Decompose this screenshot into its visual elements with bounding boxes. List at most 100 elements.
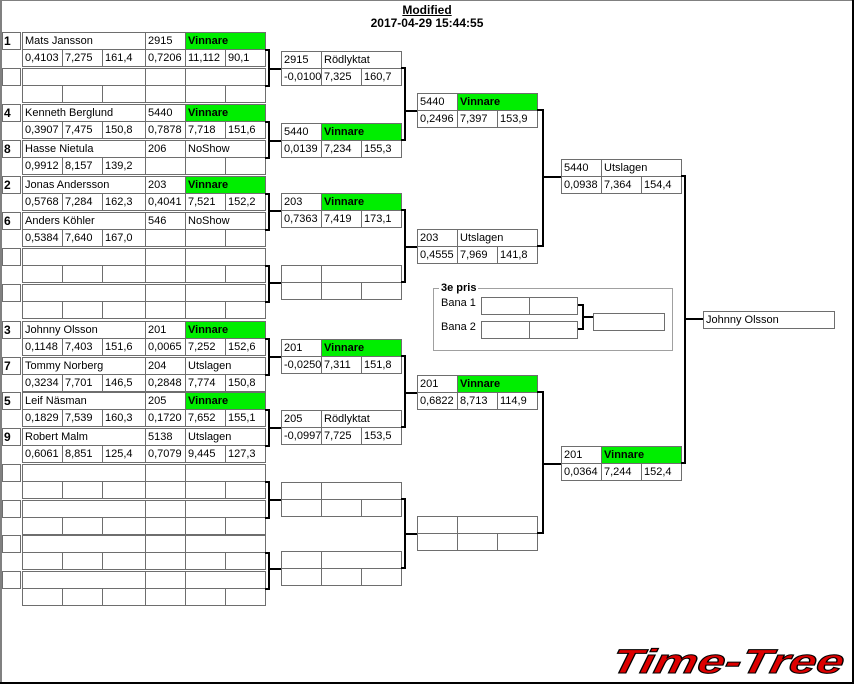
seed-number[interactable] [2, 500, 21, 518]
driver-elapsed-time[interactable]: 8,851 [62, 445, 103, 463]
r1-result-reaction-time[interactable]: 0,1720 [145, 409, 186, 427]
seed-number[interactable]: 7 [2, 357, 21, 375]
r1-result-status[interactable] [185, 500, 266, 518]
third-lane1-cell-b[interactable] [529, 297, 578, 315]
r1-result-speed[interactable] [225, 301, 266, 319]
driver-reaction-time[interactable]: 0,4103 [22, 49, 63, 67]
r4-result-reaction-time[interactable]: 0,0364 [561, 463, 602, 481]
r1-result-reaction-time[interactable] [145, 301, 186, 319]
r1-result-id[interactable]: 5440 [145, 104, 186, 122]
r2-result-reaction-time[interactable]: -0,0997 [281, 427, 322, 445]
driver-reaction-time[interactable]: 0,1148 [22, 338, 63, 356]
r1-result-elapsed-time[interactable]: 7,718 [185, 121, 226, 139]
r2-result-elapsed-time[interactable]: 7,725 [321, 427, 362, 445]
driver-elapsed-time[interactable] [62, 517, 103, 535]
r3-result-id[interactable]: 201 [417, 375, 458, 393]
driver-name[interactable]: Johnny Olsson [22, 321, 146, 339]
r2-result-status[interactable]: Vinnare [321, 339, 402, 357]
r3-result-reaction-time[interactable]: 0,6822 [417, 392, 458, 410]
r1-result-id[interactable]: 204 [145, 357, 186, 375]
r1-result-speed[interactable] [225, 481, 266, 499]
driver-elapsed-time[interactable]: 7,701 [62, 374, 103, 392]
r4-result-status[interactable]: Utslagen [601, 159, 682, 177]
driver-reaction-time[interactable]: 0,3907 [22, 121, 63, 139]
r1-result-reaction-time[interactable] [145, 229, 186, 247]
r2-result-elapsed-time[interactable] [321, 499, 362, 517]
r2-result-id[interactable]: 205 [281, 410, 322, 428]
r1-result-id[interactable]: 546 [145, 212, 186, 230]
r1-result-id[interactable]: 206 [145, 140, 186, 158]
seed-number[interactable]: 1 [2, 32, 21, 50]
r1-result-elapsed-time[interactable] [185, 481, 226, 499]
r1-result-id[interactable]: 205 [145, 392, 186, 410]
r4-result-speed[interactable]: 154,4 [641, 176, 682, 194]
seed-number[interactable]: 4 [2, 104, 21, 122]
r1-result-status[interactable]: Vinnare [185, 321, 266, 339]
r1-result-speed[interactable] [225, 552, 266, 570]
seed-number[interactable] [2, 284, 21, 302]
r3-result-elapsed-time[interactable] [457, 533, 498, 551]
driver-elapsed-time[interactable] [62, 552, 103, 570]
driver-elapsed-time[interactable]: 7,403 [62, 338, 103, 356]
r2-result-id[interactable]: 203 [281, 193, 322, 211]
driver-elapsed-time[interactable] [62, 265, 103, 283]
driver-reaction-time[interactable]: 0,5384 [22, 229, 63, 247]
third-place-result[interactable] [593, 313, 665, 331]
r1-result-id[interactable] [145, 464, 186, 482]
r3-result-status[interactable]: Utslagen [457, 229, 538, 247]
r4-result-status[interactable]: Vinnare [601, 446, 682, 464]
driver-name[interactable] [22, 571, 146, 589]
r4-result-speed[interactable]: 152,4 [641, 463, 682, 481]
final-winner[interactable]: Johnny Olsson [703, 311, 835, 329]
r1-result-speed[interactable]: 127,3 [225, 445, 266, 463]
driver-speed[interactable] [102, 301, 146, 319]
seed-number[interactable]: 2 [2, 176, 21, 194]
driver-speed[interactable]: 167,0 [102, 229, 146, 247]
r2-result-status[interactable]: Rödlyktat [321, 410, 402, 428]
r2-result-reaction-time[interactable]: -0,0250 [281, 356, 322, 374]
driver-speed[interactable]: 151,6 [102, 338, 146, 356]
r2-result-status[interactable] [321, 265, 402, 283]
driver-name[interactable]: Tommy Norberg [22, 357, 146, 375]
r2-result-speed[interactable] [361, 499, 402, 517]
third-lane2-cell-b[interactable] [529, 321, 578, 339]
driver-speed[interactable]: 161,4 [102, 49, 146, 67]
r1-result-elapsed-time[interactable] [185, 85, 226, 103]
driver-speed[interactable]: 146,5 [102, 374, 146, 392]
r1-result-id[interactable]: 203 [145, 176, 186, 194]
r3-result-id[interactable]: 5440 [417, 93, 458, 111]
r4-result-id[interactable]: 201 [561, 446, 602, 464]
r1-result-elapsed-time[interactable]: 7,252 [185, 338, 226, 356]
r2-result-reaction-time[interactable]: 0,0139 [281, 140, 322, 158]
driver-reaction-time[interactable] [22, 588, 63, 606]
r1-result-elapsed-time[interactable] [185, 517, 226, 535]
r1-result-reaction-time[interactable] [145, 481, 186, 499]
r1-result-speed[interactable] [225, 85, 266, 103]
driver-reaction-time[interactable] [22, 85, 63, 103]
r3-result-status[interactable] [457, 516, 538, 534]
driver-speed[interactable] [102, 481, 146, 499]
r1-result-elapsed-time[interactable]: 7,652 [185, 409, 226, 427]
r2-result-status[interactable] [321, 551, 402, 569]
r1-result-reaction-time[interactable] [145, 517, 186, 535]
seed-number[interactable]: 3 [2, 321, 21, 339]
r1-result-status[interactable]: Vinnare [185, 104, 266, 122]
r1-result-reaction-time[interactable] [145, 552, 186, 570]
r1-result-status[interactable] [185, 248, 266, 266]
driver-name[interactable] [22, 248, 146, 266]
r2-result-speed[interactable]: 173,1 [361, 210, 402, 228]
r1-result-id[interactable] [145, 284, 186, 302]
r1-result-speed[interactable]: 151,6 [225, 121, 266, 139]
r2-result-id[interactable]: 5440 [281, 123, 322, 141]
r1-result-status[interactable]: NoShow [185, 140, 266, 158]
r1-result-elapsed-time[interactable]: 7,521 [185, 193, 226, 211]
driver-speed[interactable] [102, 265, 146, 283]
r2-result-status[interactable]: Rödlyktat [321, 51, 402, 69]
seed-number[interactable] [2, 248, 21, 266]
driver-elapsed-time[interactable] [62, 481, 103, 499]
r2-result-reaction-time[interactable]: 0,7363 [281, 210, 322, 228]
r1-result-elapsed-time[interactable] [185, 265, 226, 283]
seed-number[interactable]: 6 [2, 212, 21, 230]
driver-elapsed-time[interactable]: 7,640 [62, 229, 103, 247]
driver-name[interactable] [22, 68, 146, 86]
